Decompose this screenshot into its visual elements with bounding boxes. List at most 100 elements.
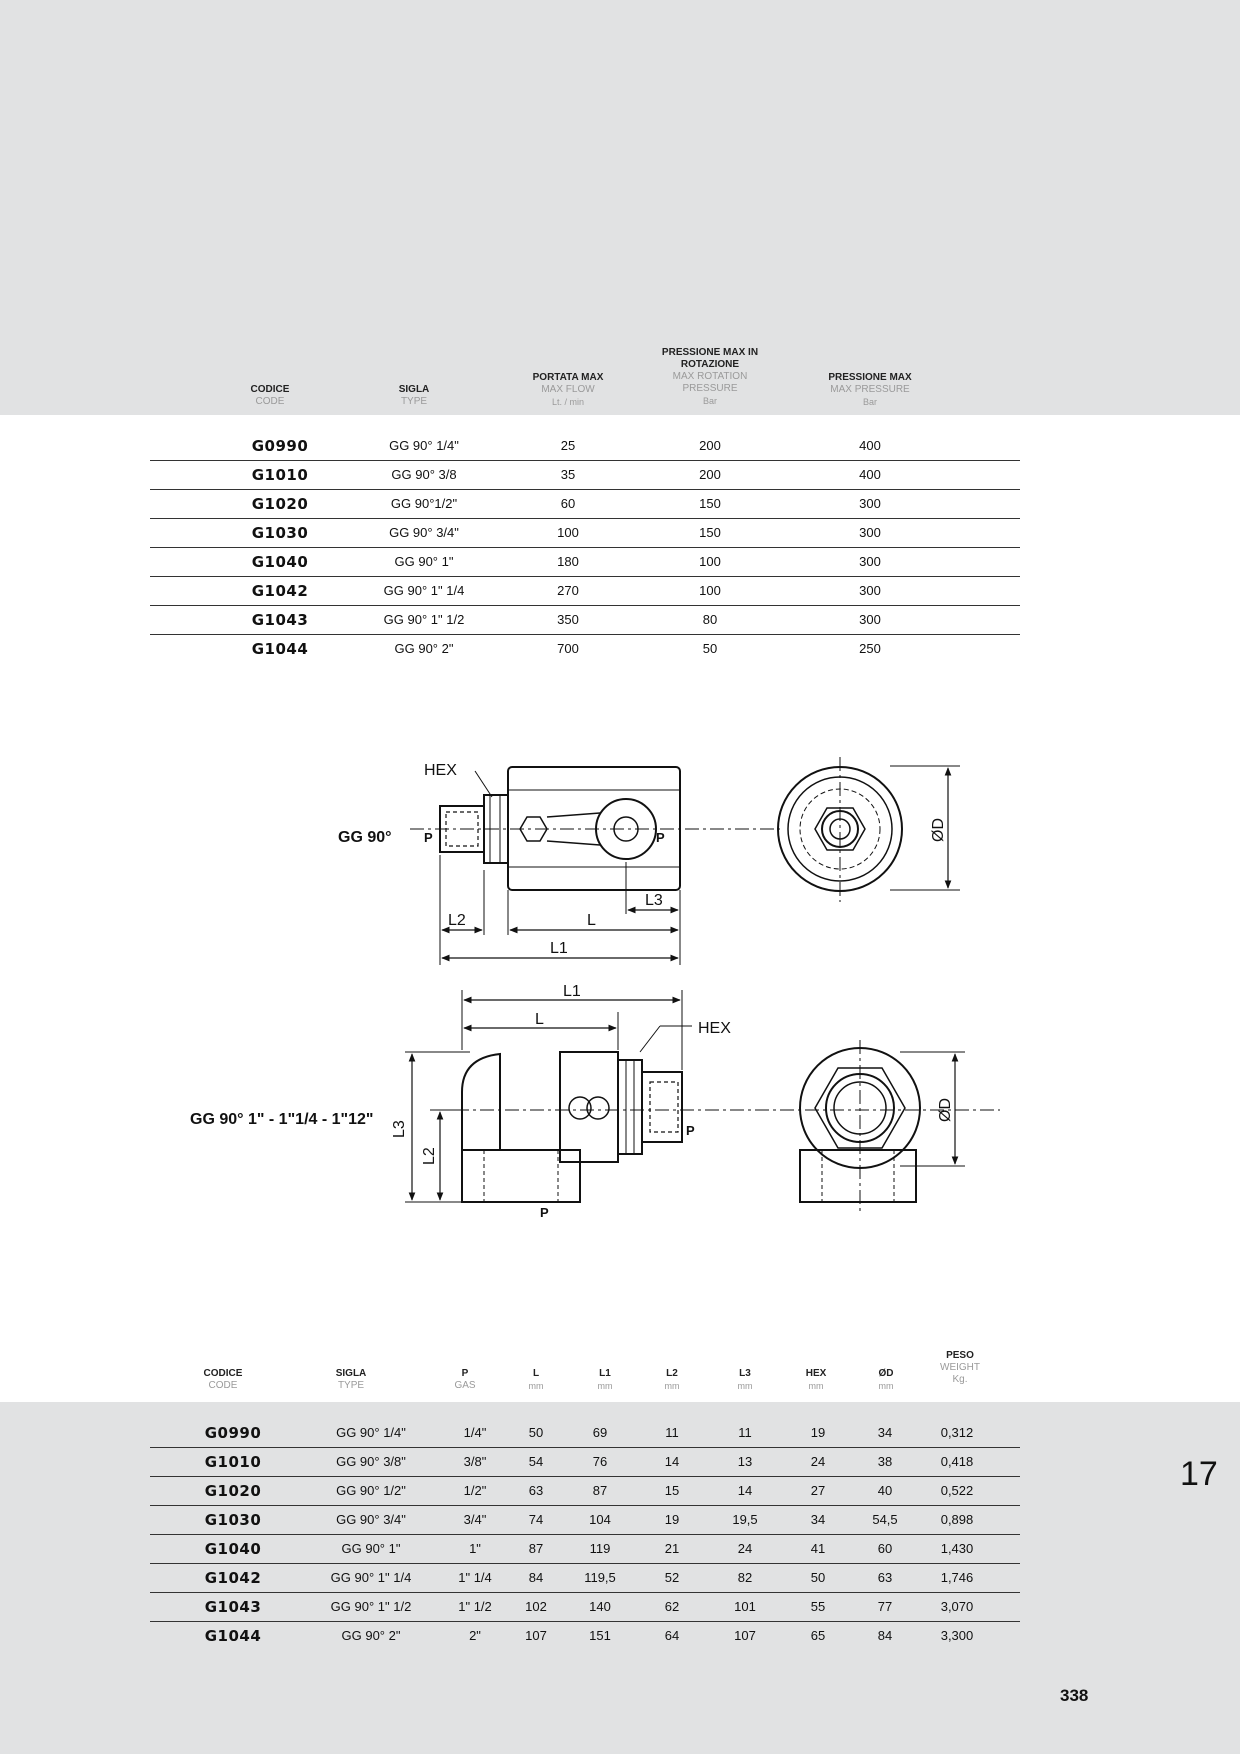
cell-type: GG 90° 1/4": [336, 1425, 406, 1440]
cell-l3: 82: [737, 1570, 753, 1585]
cell-hex: 24: [810, 1454, 826, 1469]
cell-l3: 101: [734, 1599, 756, 1614]
cell-weight: 3,070: [940, 1599, 974, 1614]
table-row: G1040 GG 90° 1" 1" 87 119 21 24 41 60 1,…: [150, 1535, 1020, 1564]
cell-rot: 100: [699, 554, 721, 569]
cell-l: 63: [528, 1483, 544, 1498]
cell-rot: 80: [702, 612, 718, 627]
cell-type: GG 90° 1" 1/4: [330, 1570, 412, 1585]
cell-code: G1040: [204, 1540, 262, 1558]
cell-weight: 0,312: [940, 1425, 974, 1440]
cell-code: G1040: [251, 553, 309, 571]
table-row: G1030 GG 90° 3/4" 3/4" 74 104 19 19,5 34…: [150, 1506, 1020, 1535]
cell-pres: 300: [859, 583, 881, 598]
cell-type: GG 90° 1" 1/4: [383, 583, 465, 598]
table2: G0990 GG 90° 1/4" 1/4" 50 69 11 11 19 34…: [150, 1419, 1020, 1650]
t2-header-od: ØD mm: [878, 1368, 894, 1391]
cell-flow: 700: [557, 641, 579, 656]
cell-type: GG 90° 1": [341, 1541, 401, 1556]
t1-header-type: SIGLA TYPE: [398, 384, 430, 407]
cell-p: 3/8": [463, 1454, 487, 1469]
cell-code: G1030: [204, 1511, 262, 1529]
cell-od: 60: [877, 1541, 893, 1556]
cell-hex: 27: [810, 1483, 826, 1498]
cell-p: 1": [469, 1541, 481, 1556]
cell-hex: 34: [810, 1512, 826, 1527]
cell-code: G1042: [251, 582, 309, 600]
label-p: P: [656, 830, 665, 845]
cell-l: 50: [528, 1425, 544, 1440]
cell-l: 84: [528, 1570, 544, 1585]
cell-code: G1030: [251, 524, 309, 542]
cell-l1: 69: [592, 1425, 608, 1440]
cell-l3: 19,5: [732, 1512, 758, 1527]
table-row: G0990 GG 90° 1/4" 25 200 400: [150, 432, 1020, 461]
cell-l1: 119: [589, 1541, 611, 1556]
label-hex: HEX: [424, 762, 457, 779]
cell-type: GG 90°1/2": [390, 496, 458, 511]
cell-l3: 24: [737, 1541, 753, 1556]
cell-p: 1" 1/2: [458, 1599, 492, 1614]
top-gray-band: [0, 0, 1240, 415]
cell-l1: 104: [589, 1512, 611, 1527]
table-row: G1040 GG 90° 1" 180 100 300: [150, 548, 1020, 577]
cell-flow: 25: [560, 438, 576, 453]
cell-od: 63: [877, 1570, 893, 1585]
table-row: G1010 GG 90° 3/8" 3/8" 54 76 14 13 24 38…: [150, 1448, 1020, 1477]
table1: G0990 GG 90° 1/4" 25 200 400 G1010 GG 90…: [150, 432, 1020, 663]
drawing2-name: GG 90° 1" - 1"1/4 - 1"12": [190, 1111, 374, 1128]
cell-p: 1/4": [463, 1425, 487, 1440]
cell-l: 102: [525, 1599, 547, 1614]
cell-type: GG 90° 1/4": [389, 438, 459, 453]
cell-p: 2": [469, 1628, 481, 1643]
cell-pres: 300: [859, 612, 881, 627]
cell-rot: 100: [699, 583, 721, 598]
drawing1-name: GG 90°: [338, 829, 392, 846]
cell-type: GG 90° 3/8": [336, 1454, 406, 1469]
cell-rot: 50: [702, 641, 718, 656]
t1-header-code: CODICE CODE: [250, 384, 290, 407]
label-l1: L1: [550, 940, 568, 957]
cell-weight: 0,418: [940, 1454, 974, 1469]
drawing1-labels: GG 90° HEX P P L2 L L3 L1 ØD: [338, 762, 947, 957]
cell-flow: 180: [557, 554, 579, 569]
cell-hex: 65: [810, 1628, 826, 1643]
cell-l2: 21: [664, 1541, 680, 1556]
drawing2-side-view: [405, 990, 1000, 1203]
cell-l1: 87: [592, 1483, 608, 1498]
cell-l: 74: [528, 1512, 544, 1527]
cell-hex: 55: [810, 1599, 826, 1614]
cell-type: GG 90° 3/4": [336, 1512, 406, 1527]
label-hex: HEX: [698, 1020, 731, 1037]
label-od: ØD: [937, 1098, 954, 1122]
label-l2: L2: [448, 912, 466, 929]
t2-header-hex: HEX mm: [805, 1368, 827, 1391]
cell-code: G0990: [204, 1424, 262, 1442]
cell-code: G0990: [251, 437, 309, 455]
cell-l3: 11: [738, 1425, 752, 1440]
cell-l3: 13: [737, 1454, 753, 1469]
cell-code: G1042: [204, 1569, 262, 1587]
label-l2: L2: [421, 1147, 438, 1165]
cell-flow: 350: [557, 612, 579, 627]
table-row: G1044 GG 90° 2" 2" 107 151 64 107 65 84 …: [150, 1622, 1020, 1650]
t2-header-code: CODICE CODE: [203, 1368, 243, 1391]
bottom-gray-band: [0, 1402, 1240, 1754]
t1-header-max-pressure: PRESSIONE MAX MAX PRESSURE Bar: [828, 372, 912, 407]
cell-l: 87: [528, 1541, 544, 1556]
cell-type: GG 90° 1/2": [336, 1483, 406, 1498]
cell-pres: 400: [859, 467, 881, 482]
cell-weight: 0,522: [940, 1483, 974, 1498]
cell-pres: 250: [859, 641, 881, 656]
cell-od: 34: [877, 1425, 893, 1440]
cell-l1: 151: [589, 1628, 611, 1643]
cell-type: GG 90° 3/8: [391, 467, 457, 482]
label-l: L: [535, 1011, 544, 1028]
cell-hex: 19: [810, 1425, 826, 1440]
label-p: P: [540, 1205, 549, 1220]
cell-hex: 41: [810, 1541, 826, 1556]
cell-flow: 100: [557, 525, 579, 540]
cell-od: 54,5: [872, 1512, 898, 1527]
cell-flow: 60: [560, 496, 576, 511]
cell-l1: 76: [592, 1454, 608, 1469]
